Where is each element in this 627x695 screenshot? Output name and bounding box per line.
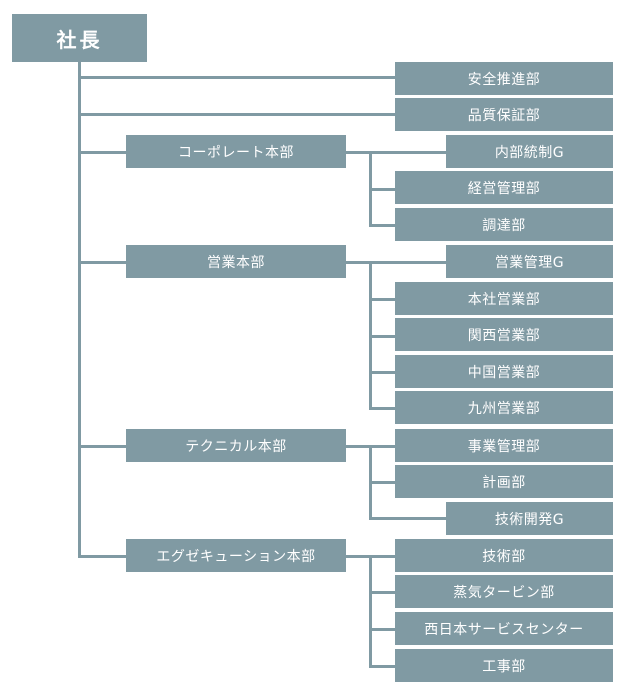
safety-promotion-dept: 安全推進部 [395, 62, 613, 95]
connector-corporate [78, 151, 126, 154]
connector-safety [78, 76, 395, 79]
connector-execution [78, 555, 126, 558]
president-box: 社長 [12, 14, 147, 62]
sales-division: 営業本部 [126, 245, 346, 278]
execution-branch-v [369, 555, 372, 667]
chugoku-sales-dept: 中国営業部 [395, 355, 613, 388]
kyushu-sales-dept: 九州営業部 [395, 391, 613, 424]
corporate-branch-h [346, 151, 446, 154]
execution-division: エグゼキューション本部 [126, 539, 346, 572]
sales-admin-group: 営業管理G [446, 245, 613, 278]
technical-stub-1 [369, 481, 395, 484]
technical-stub-2 [369, 517, 447, 520]
west-japan-service-center: 西日本サービスセンター [395, 612, 613, 645]
technical-division: テクニカル本部 [126, 429, 346, 462]
head-office-sales-dept: 本社営業部 [395, 282, 613, 315]
planning-dept: 計画部 [395, 465, 613, 498]
tech-development-group: 技術開発G [446, 502, 613, 535]
procurement-dept: 調達部 [395, 208, 613, 241]
engineering-dept: 技術部 [395, 539, 613, 572]
corporate-stub-1 [369, 188, 395, 191]
connector-sales [78, 261, 126, 264]
management-dept: 経営管理部 [395, 171, 613, 204]
sales-stub-1 [369, 298, 395, 301]
sales-stub-2 [369, 335, 395, 338]
kansai-sales-dept: 関西営業部 [395, 318, 613, 351]
sales-stub-4 [369, 407, 395, 410]
corporate-stub-2 [369, 224, 395, 227]
quality-assurance-dept: 品質保証部 [395, 98, 613, 131]
construction-dept: 工事部 [395, 649, 613, 682]
corporate-division: コーポレート本部 [126, 135, 346, 168]
execution-stub-2 [369, 628, 395, 631]
main-trunk-line [78, 62, 81, 557]
execution-stub-1 [369, 591, 395, 594]
connector-technical [78, 445, 126, 448]
execution-stub-3 [369, 665, 395, 668]
connector-quality [78, 113, 395, 116]
business-management-dept: 事業管理部 [395, 429, 613, 462]
sales-branch-h [346, 261, 446, 264]
internal-control-group: 内部統制G [446, 135, 613, 168]
sales-stub-3 [369, 371, 395, 374]
steam-turbine-dept: 蒸気タービン部 [395, 575, 613, 608]
